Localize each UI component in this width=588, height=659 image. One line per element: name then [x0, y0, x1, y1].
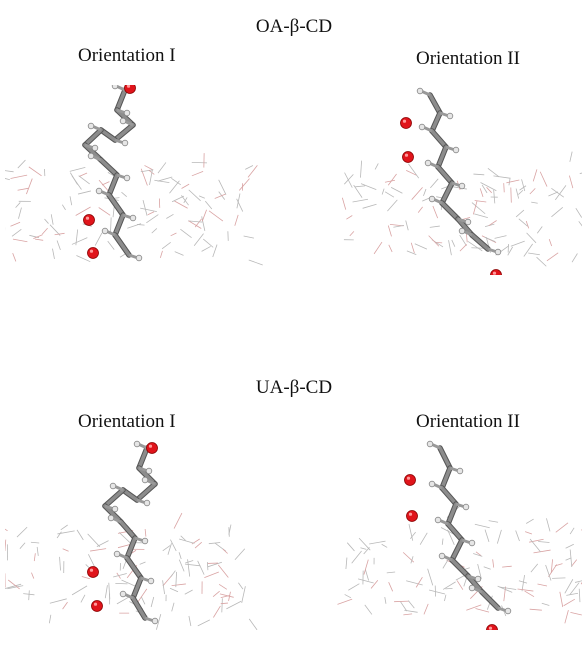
guest-molecule	[404, 440, 512, 630]
molecule-ua-orientation-2	[312, 440, 582, 630]
guest-molecule	[400, 87, 502, 275]
molecule-ua-orientation-1	[5, 440, 275, 630]
molecule-oa-orientation-1	[5, 85, 275, 275]
cyclodextrin-wireframe	[5, 153, 263, 266]
cyclodextrin-wireframe	[5, 512, 258, 630]
cyclodextrin-wireframe	[341, 151, 582, 267]
panel-label-oa-orientation-1: Orientation I	[78, 45, 176, 66]
panel-label-ua-orientation-1: Orientation I	[78, 411, 176, 432]
panel-label-ua-orientation-2: Orientation II	[416, 411, 520, 432]
cyclodextrin-wireframe	[337, 505, 582, 624]
guest-molecule	[87, 440, 159, 625]
section-title-oa: OA-β-CD	[255, 16, 333, 37]
section-title-ua: UA-β-CD	[255, 377, 333, 398]
molecule-oa-orientation-2	[312, 85, 582, 275]
guest-molecule	[82, 85, 143, 262]
panel-label-oa-orientation-2: Orientation II	[416, 48, 520, 69]
